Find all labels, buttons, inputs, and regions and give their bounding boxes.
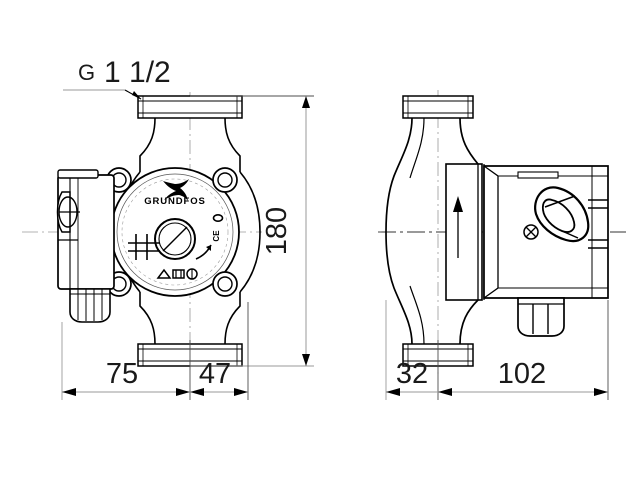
side-pump-housing — [385, 117, 485, 345]
grundfos-wordmark: GRUNDFOS — [144, 196, 206, 207]
selector-knob[interactable] — [534, 186, 590, 243]
dimension-180-label: 180 — [261, 207, 293, 255]
screw-head-icon — [523, 224, 539, 240]
side-top-flange — [402, 95, 474, 119]
dimension-group-front-widths: 75 47 — [61, 302, 249, 400]
adjustment-dial[interactable] — [154, 218, 196, 260]
thread-callout-size: 1 1/2 — [104, 56, 171, 89]
grundfos-logo-mark-icon — [163, 179, 189, 201]
thread-callout-prefix: G — [78, 60, 95, 85]
certification-symbols-icon — [156, 268, 198, 280]
ce-circle-mark-icon — [212, 214, 224, 223]
ce-mark: CE — [212, 230, 221, 242]
rotation-arrow-icon — [195, 244, 212, 260]
side-terminal-box — [483, 165, 609, 299]
dimension-32-label: 32 — [396, 358, 428, 390]
speed-setting-marks — [128, 234, 160, 260]
dimension-group-side-widths: 32 102 — [385, 300, 609, 400]
side-view — [378, 90, 626, 374]
side-cable-gland — [517, 297, 565, 337]
flow-direction-arrow-icon — [453, 196, 463, 258]
cable-gland — [69, 288, 111, 323]
terminal-box-knob-edge — [56, 191, 80, 233]
ce-mark-label: CE — [212, 230, 221, 242]
terminal-box — [56, 169, 115, 290]
thread-callout: G 1 1/2 — [63, 56, 171, 100]
dimension-47-label: 47 — [199, 358, 231, 390]
dimension-75-label: 75 — [106, 358, 138, 390]
bolt-boss-top-right — [212, 167, 238, 193]
dimension-height-180: 180 — [190, 95, 314, 367]
bolt-boss-bottom-right — [212, 271, 238, 297]
top-flange — [137, 95, 243, 119]
dimension-102-label: 102 — [498, 358, 546, 390]
